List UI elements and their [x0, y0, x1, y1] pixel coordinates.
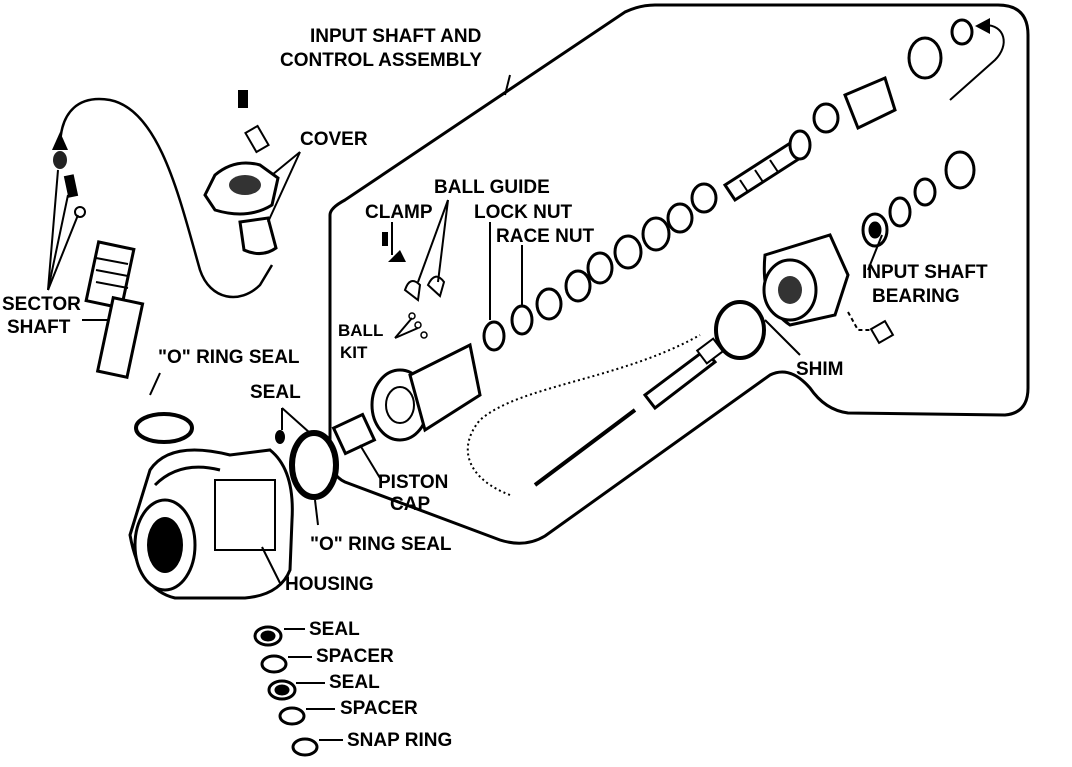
clamp-part	[382, 232, 406, 262]
seal-stack	[253, 625, 319, 757]
assembly-boundary	[328, 3, 1030, 545]
input-shaft-bearing-part	[861, 150, 976, 248]
label-o-ring-seal-lower: "O" RING SEAL	[310, 534, 452, 555]
stub-shaft-part	[533, 337, 725, 487]
input-shaft-ring-row	[482, 182, 718, 352]
worm-shaft-part	[722, 129, 812, 203]
label-sector-shaft-2: SHAFT	[7, 317, 71, 338]
piston-cap-part	[331, 412, 377, 456]
label-input-shaft-assembly-1: INPUT SHAFT AND	[310, 26, 481, 47]
ball-guide-part	[403, 275, 446, 302]
label-lock-nut: LOCK NUT	[474, 202, 573, 223]
adjuster-parts	[53, 151, 86, 218]
ball-kit-part	[408, 312, 428, 339]
o-ring-seal-lower-part	[289, 430, 339, 500]
label-sector-shaft-1: SECTOR	[2, 294, 81, 315]
stack-spacer-2-part	[278, 706, 306, 726]
label-race-nut: RACE NUT	[496, 226, 595, 247]
cover-part	[203, 90, 280, 255]
label-input-shaft-bearing-1: INPUT SHAFT	[862, 262, 988, 283]
label-housing: HOUSING	[285, 574, 374, 595]
label-stack-spacer-2: SPACER	[340, 698, 418, 719]
loop-arrow-icon	[975, 18, 990, 34]
stack-spacer-1-part	[260, 654, 288, 674]
label-input-shaft-assembly-2: CONTROL ASSEMBLY	[280, 50, 482, 71]
sector-shaft-flow-curve	[58, 97, 274, 299]
label-piston-cap-1: PISTON	[378, 472, 448, 493]
label-cover: COVER	[300, 129, 368, 150]
loop-return-curve	[949, 24, 1005, 101]
sector-arrow-icon	[52, 132, 68, 150]
shim-part	[714, 300, 766, 360]
sector-shaft-part	[84, 240, 145, 380]
seal-upper-part	[275, 430, 285, 444]
adjuster-plug-part	[762, 233, 895, 345]
label-clamp: CLAMP	[365, 202, 433, 223]
o-ring-seal-upper-part	[134, 412, 194, 444]
leader-lines	[47, 74, 883, 741]
housing-part	[128, 448, 294, 600]
label-seal-upper: SEAL	[250, 382, 301, 403]
label-shim: SHIM	[796, 359, 844, 380]
ball-nut-part	[370, 342, 482, 442]
label-ball-guide: BALL GUIDE	[434, 177, 550, 198]
label-stack-spacer-1: SPACER	[316, 646, 394, 667]
label-snap-ring: SNAP RING	[347, 730, 452, 751]
valve-body-parts	[812, 18, 974, 134]
label-stack-seal-2: SEAL	[329, 672, 380, 693]
input-shaft-flow-curve	[466, 334, 701, 496]
label-ball-kit-2: KIT	[340, 343, 368, 362]
label-stack-seal-1: SEAL	[309, 619, 360, 640]
label-piston-cap-2: CAP	[390, 494, 430, 515]
label-o-ring-seal-upper: "O" RING SEAL	[158, 347, 300, 368]
label-ball-kit-1: BALL	[338, 321, 383, 340]
snap-ring-part	[291, 737, 319, 757]
label-input-shaft-bearing-2: BEARING	[872, 286, 960, 307]
